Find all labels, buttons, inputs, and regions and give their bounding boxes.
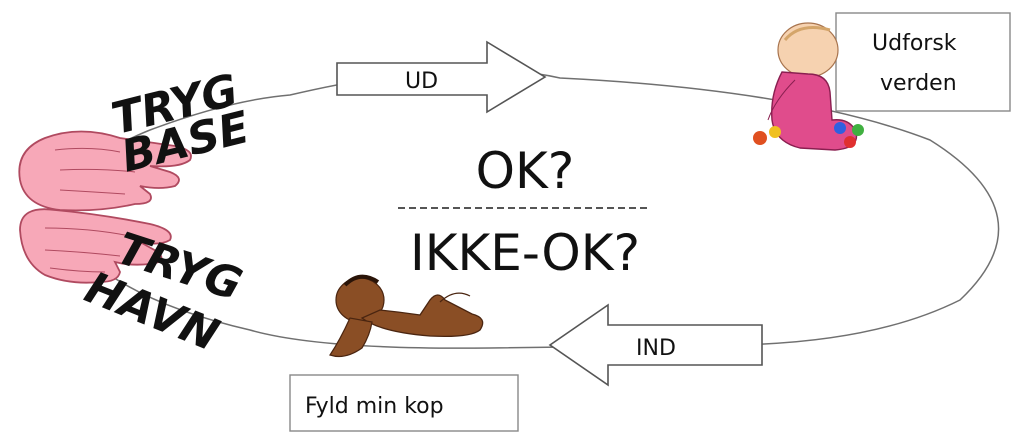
out-arrow-label: UD — [405, 69, 438, 94]
secure-base-label: TRYG BASE — [107, 65, 255, 183]
not-ok-label: IKKE-OK? — [410, 224, 640, 282]
out-arrow: UD — [336, 40, 547, 114]
in-arrow-label: IND — [636, 336, 676, 361]
explore-box: Udforsk verden — [835, 12, 1011, 112]
exploring-baby-icon — [753, 22, 864, 151]
center-question: OK? IKKE-OK? — [398, 142, 650, 282]
explore-box-line1: Udforsk — [872, 31, 957, 56]
upper-hand-icon — [18, 130, 192, 212]
explore-box-line2: verden — [880, 71, 957, 96]
crawling-baby-icon — [329, 274, 484, 358]
fill-cup-box-label: Fyld min kop — [305, 394, 444, 419]
in-arrow: IND — [548, 303, 763, 387]
fill-cup-box: Fyld min kop — [289, 374, 519, 432]
in-arrow-shape — [548, 303, 763, 387]
fill-cup-box-frame — [289, 374, 519, 432]
ok-label: OK? — [476, 142, 575, 200]
out-arrow-shape — [336, 40, 547, 114]
lower-hand-icon — [19, 208, 172, 284]
explore-box-frame — [835, 12, 1011, 112]
